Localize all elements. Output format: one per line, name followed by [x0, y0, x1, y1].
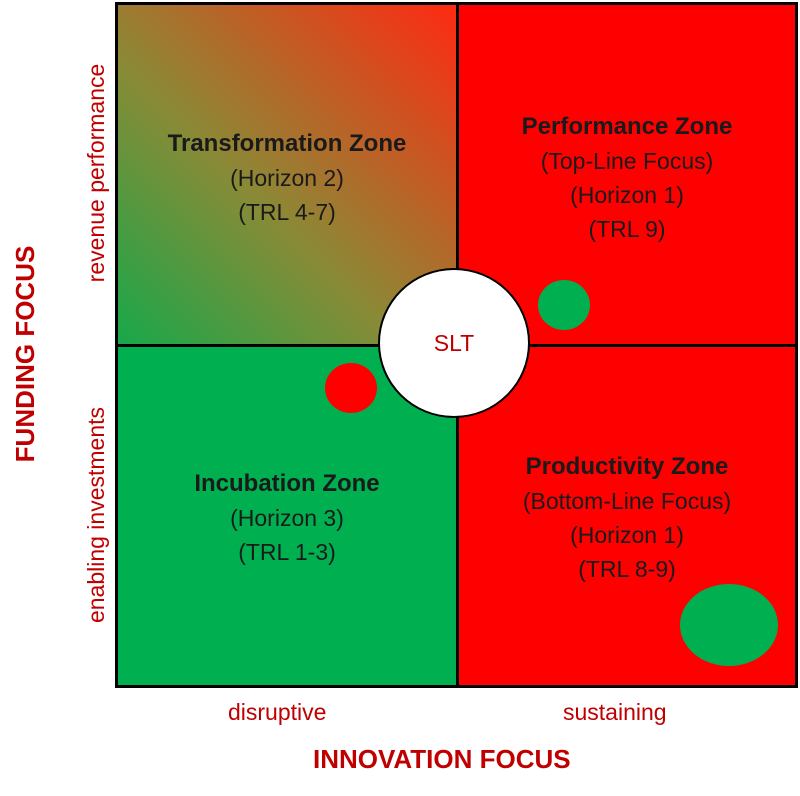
transformation-zone-horizon: (Horizon 2) — [230, 165, 344, 191]
productivity-zone-horizon: (Horizon 1) — [570, 522, 684, 548]
x-axis-left-label: disruptive — [228, 699, 327, 725]
performance-zone-title: Performance Zone — [521, 113, 733, 140]
x-axis-title: INNOVATION FOCUS — [313, 744, 571, 774]
incubation-zone-title: Incubation Zone — [194, 470, 380, 497]
performance-zone-trl: (TRL 9) — [588, 216, 666, 242]
y-axis-bottom-label: enabling investments — [83, 406, 109, 624]
productivity-zone-title: Productivity Zone — [525, 453, 729, 480]
transformation-zone-trl: (TRL 4-7) — [238, 199, 336, 225]
incubation-zone-horizon: (Horizon 3) — [230, 505, 344, 531]
performance-zone-focus: (Top-Line Focus) — [540, 148, 714, 174]
slt-label: SLT — [433, 329, 475, 356]
performance-zone-horizon: (Horizon 1) — [570, 182, 684, 208]
incubation-zone-trl: (TRL 1-3) — [238, 539, 336, 565]
x-axis-right-label: sustaining — [563, 699, 667, 725]
transformation-zone-title: Transformation Zone — [167, 130, 407, 157]
green-marker-small — [538, 280, 590, 330]
red-marker-small — [325, 363, 377, 413]
slt-circle: SLT — [378, 268, 530, 418]
y-axis-top-label: revenue performance — [83, 63, 109, 283]
green-marker-large — [680, 584, 778, 666]
productivity-zone-focus: (Bottom-Line Focus) — [522, 488, 732, 514]
incubation-zone: Incubation Zone (Horizon 3) (TRL 1-3) — [118, 347, 459, 685]
quadrant-grid: Transformation Zone (Horizon 2) (TRL 4-7… — [115, 2, 798, 688]
productivity-zone-trl: (TRL 8-9) — [578, 556, 676, 582]
y-axis-title: FUNDING FOCUS — [10, 245, 40, 463]
performance-zone: Performance Zone (Top-Line Focus) (Horiz… — [459, 5, 795, 347]
